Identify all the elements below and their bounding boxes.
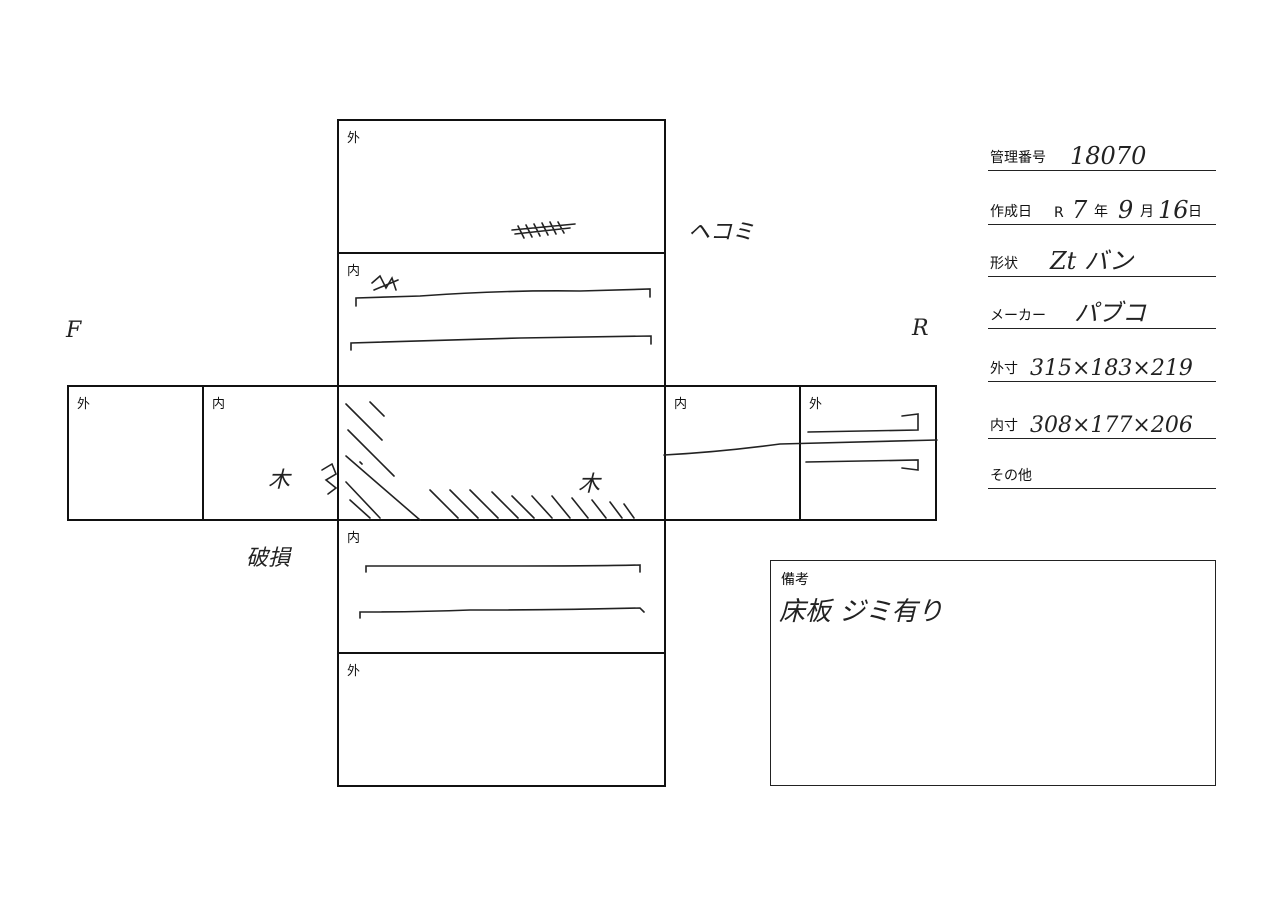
inner-dimension-label: 内寸 (990, 418, 1018, 434)
damage-note: 破損 (246, 546, 291, 571)
year-unit: 年 (1094, 204, 1108, 220)
other-field: その他 (988, 458, 1216, 489)
created-date-field: 作成日 R 7 年 9 月 16 日 (988, 194, 1216, 225)
panel-bottom-outer: 外 (337, 652, 666, 787)
side-front-label: F (66, 318, 82, 343)
panel-label: 内 (347, 531, 361, 546)
wood-note-right: 木 (578, 472, 601, 497)
panel-label: 外 (347, 664, 361, 679)
inner-dimension-field: 内寸 308×177×206 (988, 408, 1216, 439)
remarks-box: 備考 床板 ジミ有り (770, 560, 1216, 786)
remarks-value: 床板 ジミ有り (779, 597, 944, 627)
era: R (1054, 205, 1064, 221)
outer-dimension-field: 外寸 315×183×219 (988, 351, 1216, 382)
shape-value: Zt バン (1050, 247, 1134, 275)
month-unit: 月 (1140, 204, 1154, 220)
panel-left-inner: 内 (202, 385, 339, 521)
outer-dimension-value: 315×183×219 (1030, 356, 1193, 381)
remarks-label: 備考 (781, 572, 809, 588)
month-value: 9 (1118, 196, 1134, 224)
panel-bottom-inner: 内 (337, 519, 666, 654)
wood-note-left: 木 (268, 468, 291, 493)
panel-label: 外 (347, 131, 361, 146)
panel-label: 内 (212, 397, 226, 412)
panel-label: 内 (347, 264, 361, 279)
panel-right-outer: 外 (799, 385, 937, 521)
year-value: 7 (1072, 196, 1088, 224)
control-number-value: 18070 (1070, 142, 1147, 170)
panel-label: 内 (674, 397, 688, 412)
control-number-label: 管理番号 (990, 150, 1046, 166)
inner-dimension-value: 308×177×206 (1030, 413, 1193, 438)
side-rear-label: R (912, 316, 929, 341)
other-label: その他 (990, 468, 1032, 484)
panel-label: 外 (809, 397, 823, 412)
day-unit: 日 (1188, 204, 1202, 220)
panel-floor (337, 385, 666, 521)
panel-right-inner: 内 (664, 385, 801, 521)
maker-label: メーカー (990, 308, 1046, 324)
shape-field: 形状 Zt バン (988, 246, 1216, 277)
panel-left-outer: 外 (67, 385, 204, 521)
maker-field: メーカー パブコ (988, 298, 1216, 329)
shape-label: 形状 (990, 256, 1018, 272)
outer-dimension-label: 外寸 (990, 361, 1018, 377)
dent-note: ヘコミ (688, 220, 755, 245)
maker-value: パブコ (1074, 299, 1146, 327)
control-number-field: 管理番号 18070 (988, 140, 1216, 171)
day-value: 16 (1158, 196, 1189, 224)
panel-label: 外 (77, 397, 91, 412)
panel-top-outer: 外 (337, 119, 666, 254)
created-date-label: 作成日 (990, 204, 1032, 220)
panel-top-inner: 内 (337, 252, 666, 387)
